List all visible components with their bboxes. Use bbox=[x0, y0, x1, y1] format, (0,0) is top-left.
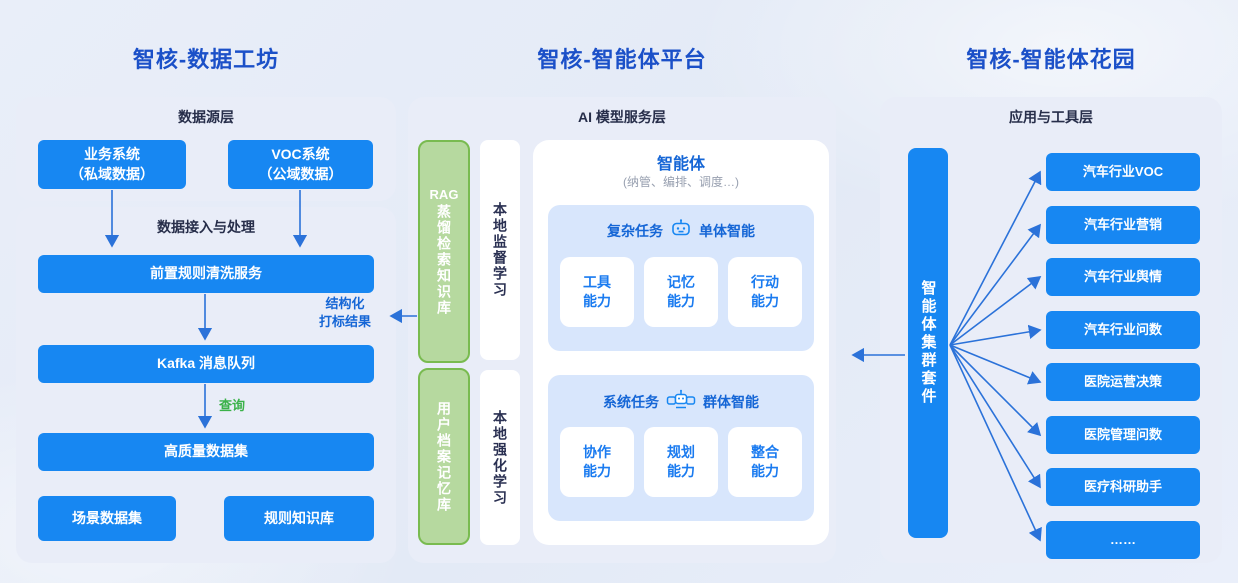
strip-local-supervised-learning: 本地监督学习 bbox=[480, 140, 520, 360]
box-voc-system: VOC系统 （公域数据） bbox=[228, 140, 373, 189]
label-single-intelligence: 单体智能 bbox=[699, 222, 755, 239]
label-group-intelligence: 群体智能 bbox=[703, 393, 759, 410]
capability-collaboration: 协作 能力 bbox=[560, 427, 634, 497]
box-kafka-queue: Kafka 消息队列 bbox=[38, 345, 374, 383]
app-auto-data-qa: 汽车行业问数 bbox=[1046, 311, 1200, 349]
panel-title-data-processing: 数据接入与处理 bbox=[157, 219, 255, 235]
app-auto-marketing: 汽车行业营销 bbox=[1046, 206, 1200, 244]
card-agent: 智能体 (纳管、编排、调度…) 复杂任务 单体智能 工具 能力 记忆 能力 行动… bbox=[533, 140, 829, 545]
box-scene-dataset: 场景数据集 bbox=[38, 496, 176, 541]
capability-tool: 工具 能力 bbox=[560, 257, 634, 327]
label-query: 查询 bbox=[218, 398, 245, 413]
app-auto-voc: 汽车行业VOC bbox=[1046, 153, 1200, 191]
panel-title-ai-model-service-layer: AI 模型服务层 bbox=[578, 109, 666, 125]
app-hospital-operations: 医院运营决策 bbox=[1046, 363, 1200, 401]
box-pre-cleaning-service: 前置规则清洗服务 bbox=[38, 255, 374, 293]
box-high-quality-dataset: 高质量数据集 bbox=[38, 433, 374, 471]
section-title-agent-platform: 智核-智能体平台 bbox=[537, 47, 707, 72]
panel-ai-model-service-layer: AI 模型服务层 RAG 蒸馏检索知识库 用户档案记忆库 本地监督学习 本地强化… bbox=[408, 97, 836, 563]
label-structured-tagging-result: 结构化 打标结果 bbox=[318, 296, 371, 329]
agent-subtitle: (纳管、编排、调度…) bbox=[623, 175, 739, 189]
capability-integration: 整合 能力 bbox=[728, 427, 802, 497]
app-more: …… bbox=[1046, 521, 1200, 559]
capability-action: 行动 能力 bbox=[728, 257, 802, 327]
panel-application-tool-layer: 应用与工具层 智能体集群套件 汽车行业VOC 汽车行业营销 汽车行业舆情 汽车行… bbox=[880, 97, 1222, 563]
box-business-system: 业务系统 （私域数据） bbox=[38, 140, 186, 189]
robots-group-icon bbox=[666, 389, 696, 414]
panel-title-data-source-layer: 数据源层 bbox=[178, 109, 234, 125]
app-auto-sentiment: 汽车行业舆情 bbox=[1046, 258, 1200, 296]
bar-user-profile-memory-label: 用户档案记忆库 bbox=[436, 400, 452, 513]
agent-title: 智能体 bbox=[656, 156, 705, 173]
bar-rag-label: 蒸馏检索知识库 bbox=[436, 204, 452, 316]
box-rule-knowledge-base: 规则知识库 bbox=[224, 496, 374, 541]
bar-user-profile-memory: 用户档案记忆库 bbox=[418, 368, 470, 545]
strip-local-reinforcement-learning: 本地强化学习 bbox=[480, 370, 520, 545]
app-medical-research-assistant: 医疗科研助手 bbox=[1046, 468, 1200, 506]
subpanel-group-agent: 系统任务 群体智能 协作 能力 规划 能力 整合 能力 bbox=[548, 375, 814, 521]
section-title-agent-garden: 智核-智能体花园 bbox=[966, 47, 1136, 72]
robot-icon bbox=[670, 219, 692, 242]
app-hospital-management-qa: 医院管理问数 bbox=[1046, 416, 1200, 454]
subpanel-group-agent-header: 系统任务 群体智能 bbox=[548, 389, 814, 414]
section-title-data-workshop: 智核-数据工坊 bbox=[132, 47, 280, 72]
capability-planning: 规划 能力 bbox=[644, 427, 718, 497]
strip-local-supervised-learning-label: 本地监督学习 bbox=[492, 202, 508, 298]
bar-rag-label-en: RAG bbox=[429, 187, 459, 202]
label-system-task: 系统任务 bbox=[603, 393, 659, 410]
label-complex-task: 复杂任务 bbox=[607, 222, 663, 239]
panel-data-processing: 数据接入与处理 前置规则清洗服务 结构化 打标结果 Kafka 消息队列 查询 … bbox=[16, 207, 396, 563]
strip-local-reinforcement-learning-label: 本地强化学习 bbox=[492, 409, 508, 506]
panel-title-application-tool-layer: 应用与工具层 bbox=[1009, 109, 1093, 125]
bar-agent-cluster-suite-label: 智能体集群套件 bbox=[919, 280, 937, 406]
bar-agent-cluster-suite: 智能体集群套件 bbox=[908, 148, 948, 538]
subpanel-single-agent: 复杂任务 单体智能 工具 能力 记忆 能力 行动 能力 bbox=[548, 205, 814, 351]
bar-rag-knowledge-base: RAG 蒸馏检索知识库 bbox=[418, 140, 470, 363]
capability-memory: 记忆 能力 bbox=[644, 257, 718, 327]
panel-data-source-layer: 数据源层 业务系统 （私域数据） VOC系统 （公域数据） bbox=[16, 97, 396, 201]
subpanel-single-agent-header: 复杂任务 单体智能 bbox=[548, 219, 814, 242]
